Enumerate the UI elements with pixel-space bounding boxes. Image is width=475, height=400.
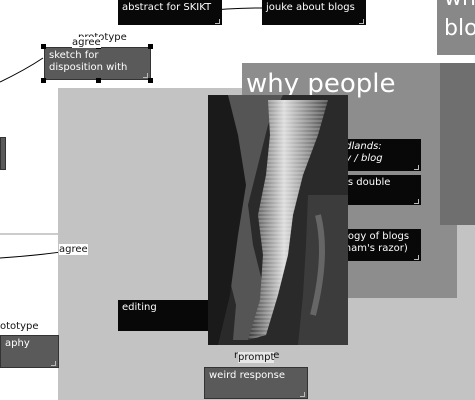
resize-corner-icon[interactable] [414, 255, 419, 260]
selection-handle[interactable] [96, 78, 101, 83]
node-weird-response[interactable]: weird response [204, 367, 308, 399]
resize-corner-icon[interactable] [143, 73, 148, 78]
overlay-title-blo: blo [444, 16, 475, 41]
node-badlands[interactable]: adlands: hy / blog [335, 139, 421, 171]
resize-corner-icon[interactable] [414, 165, 419, 170]
resize-corner-icon[interactable] [215, 19, 220, 24]
link-label-prompt[interactable]: prompt [238, 352, 275, 363]
top-right-panel [437, 0, 475, 55]
selection-handle[interactable] [41, 44, 46, 49]
node-ology[interactable]: ology of blogs kham's razor) [335, 229, 421, 261]
selection-handle[interactable] [41, 78, 46, 83]
link-label-prototype-left[interactable]: ototype [0, 321, 39, 332]
node-sketch-selected[interactable]: sketch for disposition with [44, 47, 151, 80]
node-stub-left[interactable] [0, 137, 6, 170]
resize-corner-icon[interactable] [414, 199, 419, 204]
overlay-title-why-people: why people [246, 69, 396, 99]
node-jouke[interactable]: jouke about blogs [262, 0, 366, 25]
resize-corner-icon[interactable] [300, 392, 305, 397]
selection-handle[interactable] [148, 78, 153, 83]
node-double[interactable]: e's double [335, 175, 421, 205]
resize-corner-icon[interactable] [359, 19, 364, 24]
resize-corner-icon[interactable] [51, 361, 56, 366]
link-label-prototype[interactable]: prototype [78, 32, 127, 43]
backdrop-panel-dark [440, 63, 475, 225]
link-label-agree[interactable]: agree [72, 37, 101, 48]
twisted-scroll-icon [208, 95, 348, 345]
node-aphy[interactable]: aphy [0, 335, 59, 368]
link-label-agree-mid[interactable]: agree [59, 244, 88, 255]
selection-handle[interactable] [148, 44, 153, 49]
overlay-title-wh: wh [444, 0, 475, 11]
node-abstract[interactable]: abstract for SKIKT [118, 0, 222, 25]
